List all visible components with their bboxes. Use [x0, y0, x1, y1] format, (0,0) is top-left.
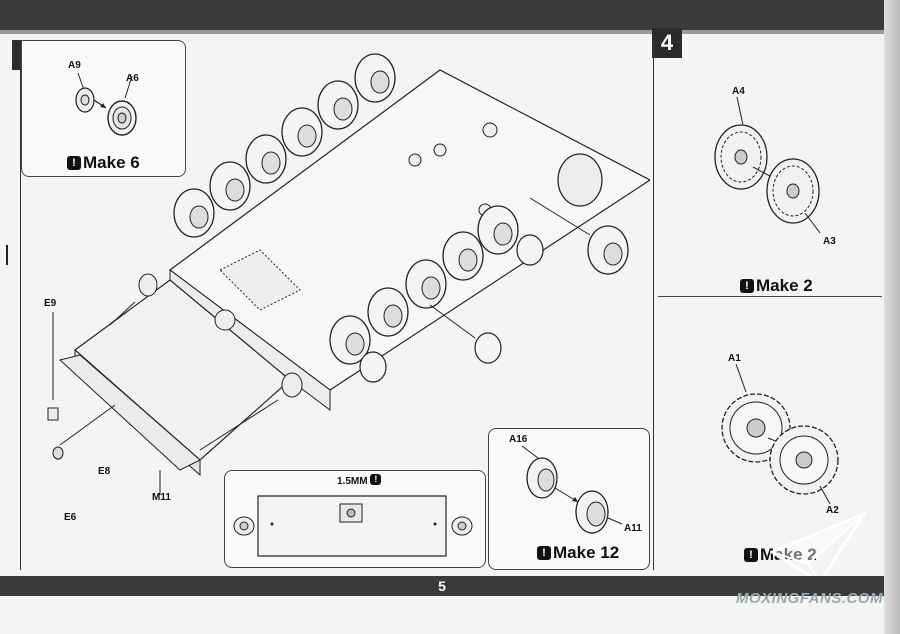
part-label-m11: M11	[152, 492, 171, 503]
wheel-subassembly-drawing	[75, 72, 137, 136]
make-2-sprocket-note: !Make 2	[744, 545, 817, 565]
idler-drawing	[714, 96, 821, 234]
make-12-note: !Make 12	[537, 543, 619, 563]
page-number: 5	[438, 578, 446, 594]
step-divider	[653, 40, 654, 570]
part-label-a4: A4	[732, 86, 745, 97]
part-label-a16: A16	[509, 434, 528, 445]
part-label-a11: A11	[624, 523, 642, 534]
drill-note: 1.5MM !	[337, 474, 383, 487]
make-2-idler-text: Make 2	[756, 276, 813, 295]
part-label-a2: A2	[826, 505, 839, 516]
make-2-idler-note: !Make 2	[740, 276, 813, 296]
exclamation-icon: !	[370, 474, 382, 485]
exclamation-icon: !	[740, 279, 754, 293]
bottom-bar	[0, 576, 884, 596]
paper-plane-logo	[770, 512, 866, 585]
page-edge	[884, 0, 900, 634]
hull-assembly-drawing	[47, 53, 650, 495]
make-12-text: Make 12	[553, 543, 620, 562]
plate-drawing	[233, 495, 473, 557]
step4-divider	[658, 296, 882, 297]
top-bar	[0, 0, 900, 30]
exclamation-icon: !	[744, 548, 758, 562]
inset-roadwheel-box	[488, 428, 650, 570]
step-4-number: 4	[652, 28, 682, 58]
inset-wheel-box	[21, 40, 186, 177]
top-bar-shadow	[0, 30, 900, 34]
make-6-text: Make 6	[83, 153, 140, 172]
part-label-a6: A6	[126, 73, 139, 84]
watermark-text: MOXINGFANS.COM	[736, 590, 884, 607]
drill-note-text: 1.5MM	[337, 476, 368, 487]
left-frame	[20, 40, 21, 570]
part-label-a3: A3	[823, 236, 836, 247]
make-6-note: !Make 6	[67, 153, 140, 173]
part-label-a1: A1	[728, 353, 741, 364]
exclamation-icon: !	[67, 156, 81, 170]
exclamation-icon: !	[537, 546, 551, 560]
part-label-a9: A9	[68, 60, 81, 71]
part-label-e9: E9	[44, 298, 57, 309]
roadwheel-subassembly-drawing	[521, 445, 623, 534]
part-label-e8: E8	[98, 466, 111, 477]
margin-mark	[6, 245, 8, 265]
sprocket-drawing	[721, 363, 839, 505]
part-label-e6: E6	[64, 512, 77, 523]
